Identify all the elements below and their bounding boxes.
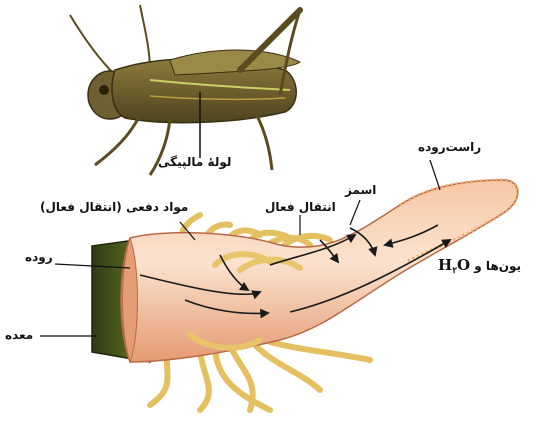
grasshopper-illustration — [70, 5, 300, 175]
label-ions-and: یون‌ها و — [474, 259, 521, 273]
pointer-osmosis — [350, 200, 360, 225]
water-formula: H۲O — [438, 256, 470, 274]
water-formula-o: O — [457, 256, 470, 274]
label-stomach: معده — [5, 328, 33, 342]
label-osmosis: اسمز — [345, 183, 376, 197]
pointer-rectum — [430, 160, 440, 190]
label-active-transport: انتقال فعال — [265, 200, 336, 214]
label-excreted-material: مواد دفعی (انتقال فعال) — [40, 200, 188, 214]
label-malpighian-tubule: لولهٔ مالپیگی — [158, 155, 231, 169]
label-rectum: راست‌روده — [418, 140, 481, 154]
label-ions-water: یون‌ها و H۲O — [438, 256, 521, 276]
label-intestine: روده — [25, 250, 53, 264]
water-formula-h: H — [438, 256, 452, 274]
